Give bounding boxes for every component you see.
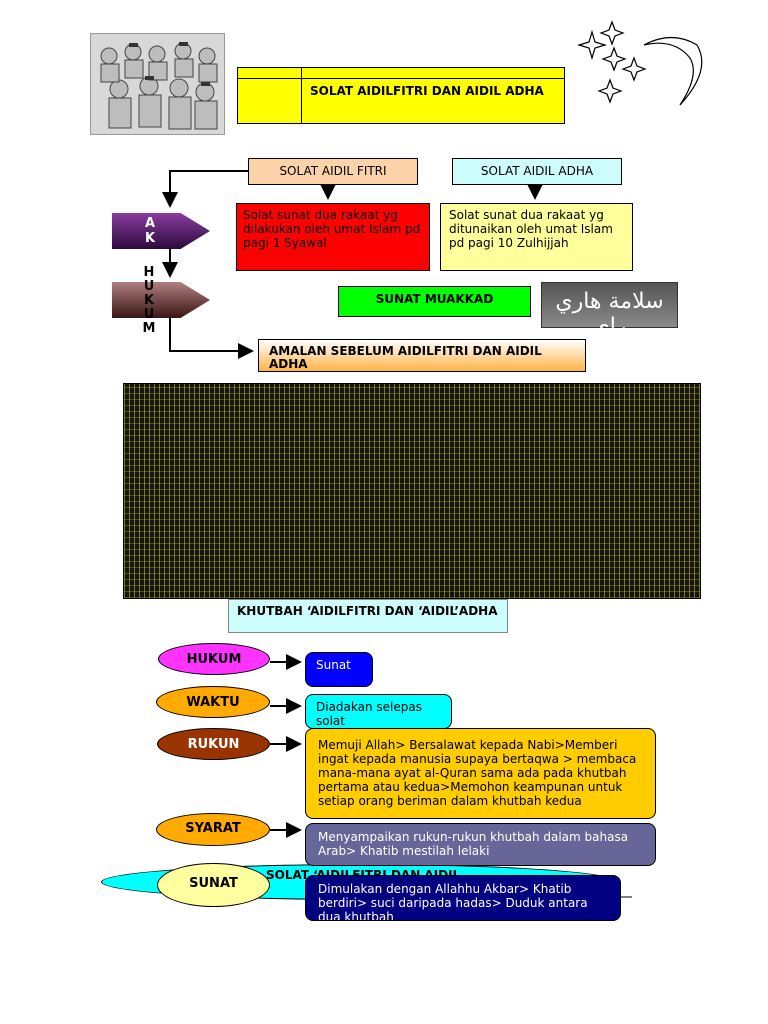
khutbah-waktu-value: Diadakan selepas solat <box>305 694 452 729</box>
patterned-text-block <box>123 383 701 599</box>
khutbah-sunat-value: Dimulakan dengan Allahhu Akbar> Khatib b… <box>305 875 621 921</box>
khutbah-waktu-oval: WAKTU <box>156 686 270 718</box>
khutbah-hukum-value: Sunat <box>305 652 373 687</box>
title-table <box>237 67 565 124</box>
khutbah-heading-box: KHUTBAH ‘AIDILFITRI DAN ‘AIDIL’ADHA <box>228 599 508 633</box>
khutbah-rukun-value: Memuji Allah> Bersalawat kepada Nabi>Mem… <box>305 728 656 819</box>
khutbah-syarat-oval: SYARAT <box>156 813 270 846</box>
adha-heading-box: SOLAT AIDIL ADHA <box>452 158 622 185</box>
khutbah-syarat-value: Menyampaikan rukun-rukun khutbah dalam b… <box>305 823 656 866</box>
title-table-col-divider <box>301 67 302 124</box>
ak-label: A K <box>144 216 156 246</box>
crowd-sketch-icon <box>100 42 218 130</box>
khutbah-rukun-oval: RUKUN <box>157 728 270 760</box>
khutbah-sunat-oval: SUNAT <box>157 863 270 907</box>
eid-calligraphy-banner: سلامة هاري راي <box>541 282 678 339</box>
khutbah-hukum-oval: HUKUM <box>158 643 270 675</box>
stars-moon-icon <box>576 20 703 106</box>
amalan-heading-box: AMALAN SEBELUM AIDILFITRI DAN AIDIL ADHA <box>258 339 586 372</box>
title-table-row-divider <box>237 78 565 79</box>
page-title: SOLAT AIDILFITRI DAN AIDIL ADHA <box>310 84 544 98</box>
adha-description: Solat sunat dua rakaat yg ditunaikan ole… <box>440 203 633 271</box>
hukum-label: H U K U M <box>142 265 156 336</box>
sunat-muakkad-box: SUNAT MUAKKAD <box>338 286 531 317</box>
congregation-illustration <box>90 33 225 135</box>
fitri-description: Solat sunat dua rakaat yg dilakukan oleh… <box>236 203 430 271</box>
fitri-heading-box: SOLAT AIDIL FITRI <box>248 158 418 185</box>
